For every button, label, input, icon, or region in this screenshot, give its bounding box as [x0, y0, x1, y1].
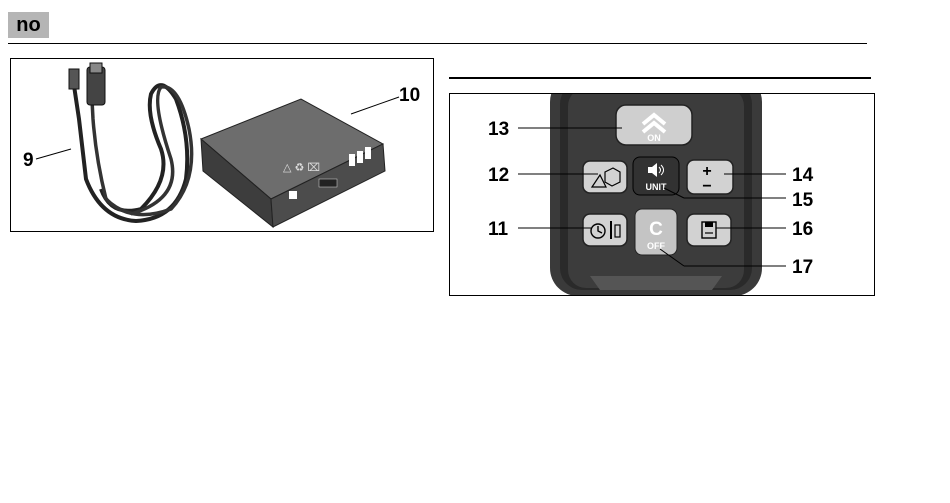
keypad-figure: ON UNIT + − [449, 93, 875, 296]
callout-timer-button: 11 [488, 219, 509, 240]
usb-cable-icon [36, 63, 192, 221]
timer-button[interactable] [583, 214, 627, 246]
off-label: OFF [647, 241, 665, 251]
function-button[interactable] [583, 161, 627, 193]
clear-label: C [649, 219, 663, 240]
callout-unit-button: 15 [792, 190, 814, 211]
callout-memory-button: 16 [792, 219, 813, 240]
clear-off-button[interactable]: C OFF [635, 209, 677, 255]
callout-clear-off-button: 17 [792, 257, 813, 278]
unit-label: UNIT [646, 182, 667, 192]
accessories-figure: 9 △ ♻ ⌧ 10 [10, 58, 434, 232]
unit-button[interactable]: UNIT [633, 157, 679, 195]
language-tag: no [8, 12, 49, 38]
svg-text:△ ♻ ⌧: △ ♻ ⌧ [283, 162, 320, 174]
on-button[interactable]: ON [616, 105, 692, 145]
battery-pack-icon: △ ♻ ⌧ [201, 97, 399, 227]
plus-minus-button[interactable]: + − [687, 160, 733, 195]
callout-battery: 10 [399, 85, 420, 106]
callout-cable: 9 [23, 150, 34, 171]
minus-label: − [702, 178, 711, 195]
callout-function-button: 12 [488, 165, 509, 186]
right-figure-rule [449, 77, 871, 79]
header-divider [8, 43, 867, 44]
on-label: ON [647, 133, 661, 143]
callout-plus-minus-button: 14 [792, 165, 814, 186]
memory-button[interactable] [687, 214, 731, 246]
callout-on-button: 13 [488, 119, 509, 140]
